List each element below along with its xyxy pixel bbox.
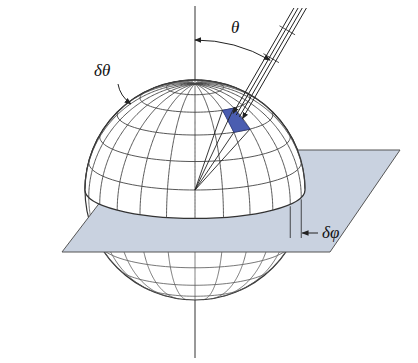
beam-ray <box>233 8 294 113</box>
cone-line <box>195 110 223 190</box>
vertical-axis <box>195 6 196 84</box>
delta-phi-tick <box>301 199 302 238</box>
solid-angle-patch <box>223 108 251 132</box>
meridian-line <box>195 84 273 210</box>
label-holder: δθ <box>94 62 110 79</box>
meridian-line <box>195 84 290 204</box>
hemisphere-outline <box>85 80 305 218</box>
meridian-line <box>195 82 222 84</box>
label-holder: δφ <box>322 224 339 241</box>
beam-ray <box>236 8 298 115</box>
meridian-line <box>195 84 305 189</box>
cone-line <box>195 108 234 190</box>
angle-label: θ <box>231 19 239 36</box>
beam-ray <box>242 8 306 119</box>
angle-label: δθ <box>94 62 110 79</box>
sphere-outline <box>85 80 305 300</box>
angle-label: δφ <box>322 224 339 241</box>
meridian-line <box>89 84 195 198</box>
meridian-line <box>195 84 223 218</box>
meridian-line <box>117 84 195 210</box>
theta-arc <box>195 40 270 60</box>
lower-hemisphere <box>85 6 305 358</box>
delta-theta-pointer <box>118 84 131 104</box>
meridian-line <box>85 84 195 189</box>
cone-line <box>195 132 234 190</box>
delta-phi-tick <box>290 206 291 238</box>
incident-beam <box>118 8 318 238</box>
meridian-line <box>167 84 195 218</box>
meridian-line <box>100 84 195 204</box>
meridian-line <box>195 84 196 219</box>
meridian-line <box>195 80 202 84</box>
beam-ray <box>239 8 302 117</box>
cone-line <box>195 129 250 190</box>
label-holder: θ <box>231 19 239 36</box>
upper-hemisphere <box>85 80 305 218</box>
delta-phi-arrow <box>302 233 318 234</box>
meridian-line <box>195 84 250 215</box>
beam-tick <box>280 26 296 35</box>
vertical-axis <box>195 294 196 358</box>
meridian-line <box>195 81 211 84</box>
